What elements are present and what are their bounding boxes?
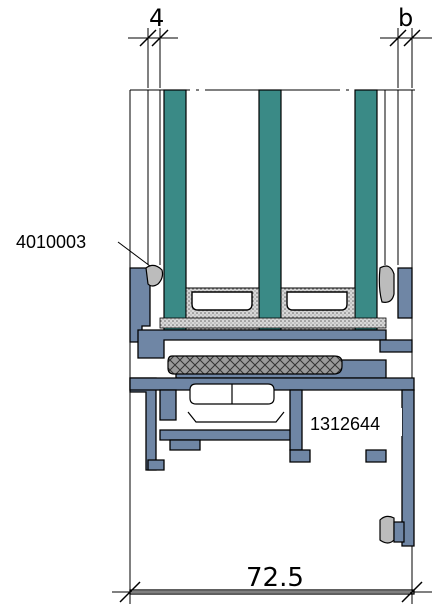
part-number-frame-profile: 1312644: [310, 414, 380, 434]
glazing-seal-strip: [159, 317, 387, 329]
glazing-gasket-right: [378, 265, 395, 303]
leader-glazing-gasket: 4010003: [16, 232, 151, 267]
part-number-glazing-gasket: 4010003: [16, 232, 86, 252]
glazing-gasket-left: [145, 264, 164, 287]
glass-pane-2: [258, 89, 282, 331]
frame-profile-label: 1312644: [306, 408, 402, 436]
glass-pane-3: [354, 89, 378, 331]
dimension-label-top-right: b: [398, 4, 413, 32]
dimension-top-right: b: [380, 4, 432, 88]
dimension-label-bottom: 72.5: [246, 563, 304, 593]
dimension-top-left: 4: [128, 4, 178, 88]
dimension-bottom: 72.5: [112, 470, 432, 604]
glass-pane-1: [163, 89, 187, 331]
dimension-label-top-left: 4: [149, 4, 164, 32]
frame-chamber: [187, 383, 285, 423]
thermal-break: [167, 355, 343, 375]
frame-gasket-bottom-right: [379, 515, 405, 544]
